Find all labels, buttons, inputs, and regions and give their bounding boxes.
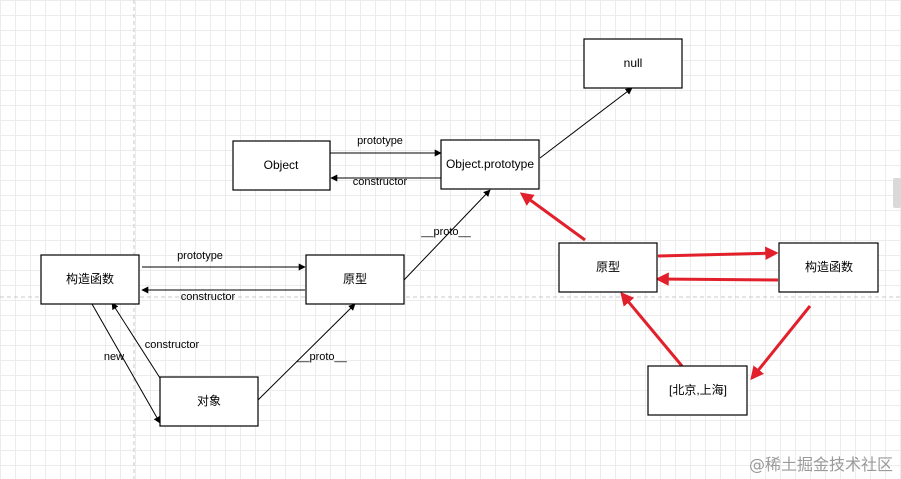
label-instance-constructor: constructor <box>145 339 200 351</box>
node-constructor-left-label: 构造函数 <box>66 271 114 286</box>
node-object-label: Object <box>264 158 299 172</box>
label-instance-proto: __proto__ <box>296 351 347 363</box>
node-prototype-right-label: 原型 <box>596 260 620 274</box>
watermark: @稀土掘金技术社区 <box>748 455 893 474</box>
edge-new <box>91 303 161 424</box>
node-prototype-left[interactable]: 原型 <box>305 254 405 305</box>
node-array-instance[interactable]: [北京,上海] <box>647 365 748 416</box>
node-null[interactable]: null <box>583 38 683 89</box>
node-null-label: null <box>624 56 643 70</box>
edge-prototype-proto <box>403 189 491 281</box>
label-proto-to-object-prototype: __proto__ <box>420 226 471 238</box>
node-prototype-right[interactable]: 原型 <box>558 242 658 293</box>
node-prototype-left-label: 原型 <box>343 272 367 286</box>
edge-instance-constructor <box>111 302 161 379</box>
node-object-prototype-label: Object.prototype <box>446 157 534 171</box>
node-array-instance-label: [北京,上海] <box>669 382 727 397</box>
edge-instance-proto <box>257 303 356 401</box>
label-new: new <box>104 351 124 363</box>
node-object[interactable]: Object <box>232 140 331 191</box>
label-object-prototype: prototype <box>357 135 403 147</box>
red-edge-constructor-to-prototype <box>655 272 779 286</box>
scroll-handle[interactable] <box>893 178 901 208</box>
red-edge-prototype-to-object-prototype <box>519 192 586 242</box>
node-constructor-right[interactable]: 构造函数 <box>778 242 879 293</box>
label-left-prototype: prototype <box>177 250 223 262</box>
node-object-prototype[interactable]: Object.prototype <box>440 139 540 190</box>
node-constructor-right-label: 构造函数 <box>805 259 853 274</box>
red-edge-array-to-prototype <box>620 291 684 367</box>
edge-object-prototype-to-null <box>539 87 633 159</box>
red-edge-constructor-to-array <box>750 305 812 381</box>
node-instance-label: 对象 <box>197 394 221 408</box>
red-edge-prototype-to-constructor <box>657 246 779 261</box>
node-instance[interactable]: 对象 <box>159 376 259 427</box>
label-left-constructor: constructor <box>181 291 236 303</box>
node-constructor-left[interactable]: 构造函数 <box>40 254 140 305</box>
label-object-constructor: constructor <box>353 176 408 188</box>
